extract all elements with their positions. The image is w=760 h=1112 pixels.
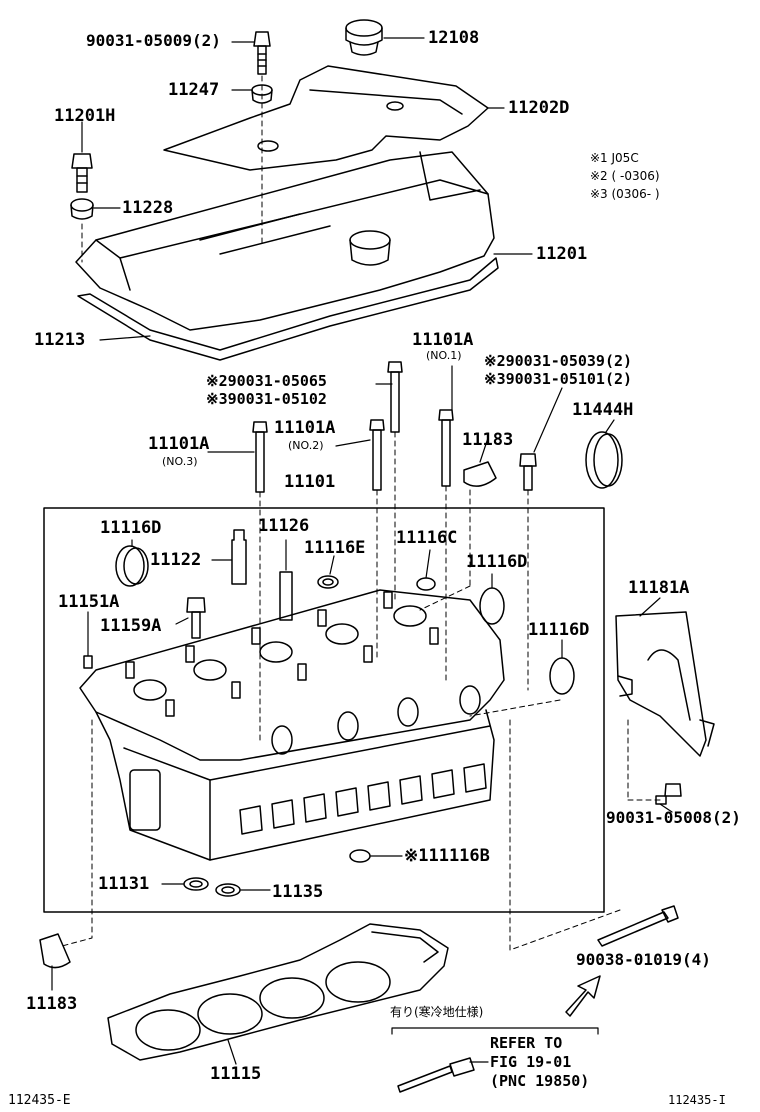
refer-note-jp: 有り(寒冷地仕様) <box>390 1005 484 1019</box>
label-11131: 11131 <box>98 874 150 894</box>
plug-11116D-a <box>115 545 149 587</box>
note-line-2: ※2 ( -0306) <box>590 169 660 183</box>
label-no3: (NO.3) <box>162 455 198 468</box>
label-11122: 11122 <box>150 550 202 570</box>
label-11116D-c: 11116D <box>528 620 590 640</box>
guide-11122 <box>231 529 247 585</box>
caption-right: 112435-I <box>668 1093 726 1107</box>
label-11201H: 11201H <box>54 106 116 126</box>
label-90031-05065: ※290031-05065 <box>206 372 327 390</box>
label-11202D: 11202D <box>508 98 570 118</box>
label-90031-05101: ※390031-05101(2) <box>484 370 633 388</box>
label-11116D-b: 11116D <box>466 552 528 572</box>
wedge-11183-top <box>463 461 497 487</box>
plug-11116D-c <box>549 657 575 695</box>
refer-bracket <box>391 1027 599 1063</box>
bolt-90031-05009 <box>253 31 271 75</box>
refer-line-3: (PNC 19850) <box>490 1072 590 1090</box>
label-11444H: 11444H <box>572 400 634 420</box>
label-11116D-a: 11116D <box>100 518 162 538</box>
label-90031-05008: 90031-05008(2) <box>606 808 741 827</box>
guide-11126 <box>279 571 293 621</box>
label-90038-01019: 90038-01019(4) <box>576 950 711 969</box>
washer-11131 <box>183 877 209 891</box>
assembly-dashed-lines <box>61 75 661 951</box>
caption-left: 112435-E <box>8 1093 71 1108</box>
label-11181A: 11181A <box>628 578 690 598</box>
label-11228: 11228 <box>122 198 174 218</box>
label-11116B: ※111116B <box>404 846 490 866</box>
bolt-11201H <box>71 153 93 193</box>
refer-line-2: FIG 19-01 <box>490 1053 572 1071</box>
label-11183-bottom: 11183 <box>26 994 78 1014</box>
label-90031-05102: ※390031-05102 <box>206 390 327 408</box>
label-11115: 11115 <box>210 1064 262 1084</box>
label-11116C: 11116C <box>396 528 458 548</box>
label-no2: (NO.2) <box>288 439 324 452</box>
cylinder-head-box <box>43 507 605 913</box>
grommet-11228 <box>70 198 94 220</box>
bolt-90031-05008 <box>655 783 682 805</box>
cover-11181A <box>615 611 715 757</box>
label-11183-top: 11183 <box>462 430 514 450</box>
label-11151A: 11151A <box>58 592 120 612</box>
label-11101A-no1: 11101A <box>412 330 474 350</box>
label-11126: 11126 <box>258 516 310 536</box>
label-11247: 11247 <box>168 80 220 100</box>
label-11213: 11213 <box>34 330 86 350</box>
label-11201: 11201 <box>536 244 588 264</box>
refer-line-1: REFER TO <box>490 1034 563 1052</box>
label-no1: (NO.1) <box>426 349 462 362</box>
washer-11135 <box>215 883 241 897</box>
seal-11116C <box>416 577 436 591</box>
plug-11444H <box>585 431 623 489</box>
note-line-1: ※1 J05C <box>590 151 639 165</box>
label-90031-05009: 90031-05009(2) <box>86 31 221 50</box>
leader-lines <box>51 37 673 1065</box>
label-11101: 11101 <box>284 472 336 492</box>
pin-11151A <box>83 655 93 669</box>
cover-plate-11202D <box>163 65 489 171</box>
label-11116E: 11116E <box>304 538 366 558</box>
label-12108: 12108 <box>428 28 480 48</box>
cylinder-head-cover-11201 <box>75 151 495 331</box>
cylinder-head-11101 <box>79 589 505 861</box>
plug-11116B <box>349 849 371 863</box>
bolt-11159A <box>186 597 206 639</box>
oil-filler-cap <box>345 19 383 56</box>
label-11101A-no3: 11101A <box>148 434 210 454</box>
bolt-90038-01019 <box>597 905 679 947</box>
glow-plug <box>397 1057 475 1093</box>
head-gasket-11115 <box>107 923 449 1061</box>
wedge-11183-bottom <box>39 933 71 969</box>
gasket-11213 <box>77 257 499 361</box>
label-11101A-no2: 11101A <box>274 418 336 438</box>
label-90031-05039: ※290031-05039(2) <box>484 352 633 370</box>
arrow-icon <box>565 975 601 1017</box>
label-11159A: 11159A <box>100 616 162 636</box>
seal-11116E <box>317 575 339 589</box>
label-11135: 11135 <box>272 882 324 902</box>
note-line-3: ※3 (0306- ) <box>590 187 660 201</box>
